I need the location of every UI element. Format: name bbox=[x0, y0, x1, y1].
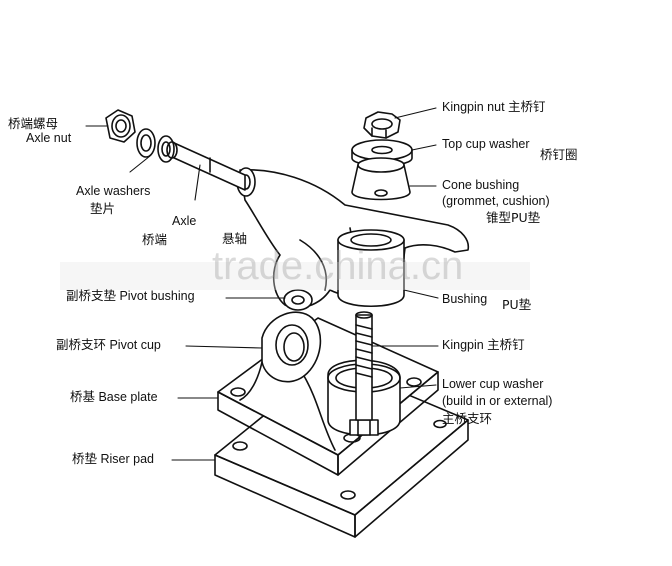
label-bushing-cn: PU垫 bbox=[502, 297, 532, 312]
label-axle-nut-cn: 桥端螺母 bbox=[8, 116, 59, 131]
label-riser-pad: 桥垫 Riser pad bbox=[72, 452, 154, 466]
label-lower-cup-washer: Lower cup washer bbox=[442, 377, 544, 391]
label-cone-bushing-sub: (grommet, cushion) bbox=[442, 194, 550, 208]
label-kingpin-nut: Kingpin nut 主桥钉 bbox=[442, 100, 546, 114]
label-cone-bushing-cn: 锥型PU垫 bbox=[486, 210, 541, 225]
label-lower-cup-washer-sub: (build in or external) bbox=[442, 394, 553, 408]
kingpin-nut bbox=[363, 111, 401, 139]
label-top-cup-washer: Top cup washer bbox=[442, 137, 530, 151]
label-lower-cup-washer-cn: 主桥支环 bbox=[442, 411, 493, 426]
label-pivot-cup: 副桥支环 Pivot cup bbox=[56, 338, 161, 352]
axle bbox=[166, 141, 246, 191]
label-axle-nut: Axle nut bbox=[26, 131, 72, 145]
label-cone-bushing: Cone bushing bbox=[442, 178, 520, 192]
label-base-plate: 桥基 Base plate bbox=[70, 390, 158, 404]
watermark-band bbox=[60, 262, 530, 290]
label-top-cup-washer-cn: 桥钉圈 bbox=[540, 147, 578, 162]
watermark: trade.china.cn bbox=[212, 244, 464, 288]
axle-nut bbox=[105, 109, 136, 143]
axle-washers bbox=[136, 128, 175, 163]
label-bushing: Bushing bbox=[442, 292, 488, 306]
kingpin bbox=[355, 311, 373, 421]
label-axle-washers: Axle washers bbox=[76, 184, 151, 198]
label-hanger-cn: 悬轴 bbox=[222, 231, 248, 246]
leader-lines bbox=[85, 107, 439, 461]
label-kingpin: Kingpin 主桥钉 bbox=[442, 338, 525, 352]
label-axle-cn: 桥端 bbox=[142, 232, 168, 247]
label-axle: Axle bbox=[172, 214, 197, 228]
label-pivot-bushing: 副桥支垫 Pivot bushing bbox=[66, 289, 195, 303]
cone-bushing bbox=[351, 157, 411, 201]
label-axle-washers-cn: 垫片 bbox=[90, 201, 116, 216]
bushing bbox=[337, 229, 405, 308]
